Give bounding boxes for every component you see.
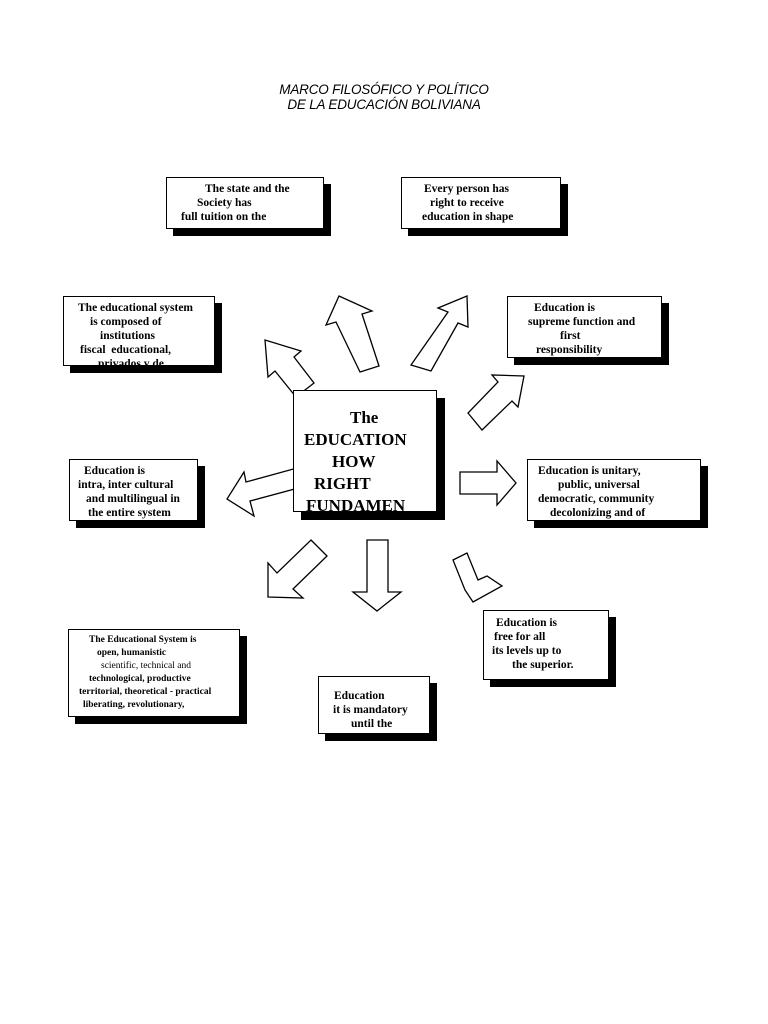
box-every-person: Every person has right to receive educat… <box>401 177 561 229</box>
box-line: is composed of <box>90 316 162 328</box>
box-line: The educational system <box>78 302 193 314</box>
arrow-right <box>459 459 517 507</box>
center-education-box: The EDUCATION HOW RIGHT FUNDAMEN <box>293 390 437 512</box>
box-line: Education is <box>534 302 596 314</box>
title-line-1: MARCO FILOSÓFICO Y POLÍTICO <box>279 82 489 97</box>
box-intra-inter-cultural: Education is intra, inter cultural and m… <box>69 459 198 521</box>
arrow-right-up <box>467 374 525 431</box>
center-line: The <box>350 408 379 427</box>
box-line: it is mandatory <box>333 704 408 716</box>
box-line: full tuition on the <box>181 211 267 223</box>
box-line: public, universal <box>558 479 640 491</box>
arrow-down-right <box>452 552 504 603</box>
box-line: democratic, community <box>538 493 655 505</box>
box-line: privados y de <box>98 358 164 366</box>
box-line: territorial, theoretical - practical <box>79 687 212 697</box>
box-line: technological, productive <box>89 674 191 684</box>
box-line: open, humanistic <box>97 648 167 658</box>
diagram-title: MARCO FILOSÓFICO Y POLÍTICO DE LA EDUCAC… <box>0 82 768 112</box>
box-line: free for all <box>494 631 546 643</box>
box-line: responsibility <box>536 344 603 356</box>
box-line: until the <box>351 718 393 730</box>
box-open-humanistic: The Educational System is open, humanist… <box>68 629 240 717</box>
box-line: right to receive <box>430 197 504 209</box>
box-line: Education is unitary, <box>538 465 641 477</box>
box-line: decolonizing and of <box>550 507 646 519</box>
box-line: intra, inter cultural <box>78 479 174 491</box>
box-line: supreme function and <box>528 316 636 328</box>
title-line-2: DE LA EDUCACIÓN BOLIVIANA <box>287 97 481 112</box>
center-line: FUNDAMEN <box>306 496 406 512</box>
box-line: liberating, revolutionary, <box>83 700 185 710</box>
arrow-left <box>226 467 303 518</box>
box-line: and multilingual in <box>86 493 180 505</box>
arrow-down <box>351 539 403 612</box>
box-mandatory: Education it is mandatory until the <box>318 676 430 734</box>
box-state-society: The state and the Society has full tuiti… <box>166 177 324 229</box>
arrow-down-left <box>267 539 328 599</box>
arrow-upleft-small <box>264 339 315 398</box>
box-line: Education <box>334 690 385 702</box>
box-line: Society has <box>197 197 252 209</box>
box-line: Education is <box>496 617 558 629</box>
box-supreme-function: Education is supreme function and first … <box>507 296 662 358</box>
center-line: RIGHT <box>314 474 371 493</box>
box-unitary: Education is unitary, public, universal … <box>527 459 701 521</box>
center-line: HOW <box>332 452 376 471</box>
box-line: The state and the <box>205 183 290 195</box>
box-line: Every person has <box>424 183 509 195</box>
box-line: institutions <box>100 330 155 342</box>
box-line: Education is <box>84 465 146 477</box>
box-line: scientific, technical and <box>101 661 191 671</box>
box-line: the superior. <box>512 659 574 671</box>
box-educational-system: The educational system is composed of in… <box>63 296 215 366</box>
arrow-up-left <box>324 295 380 373</box>
center-line: EDUCATION <box>304 430 407 449</box>
box-free-for-all: Education is free for all its levels up … <box>483 610 609 680</box>
box-line: the entire system <box>88 507 171 519</box>
box-line: education in shape <box>422 211 514 223</box>
box-line: fiscal educational, <box>80 344 172 356</box>
arrow-up-right <box>409 295 469 372</box>
box-line: its levels up to <box>492 645 562 657</box>
box-line: The Educational System is <box>89 635 197 645</box>
box-line: first <box>560 330 581 342</box>
